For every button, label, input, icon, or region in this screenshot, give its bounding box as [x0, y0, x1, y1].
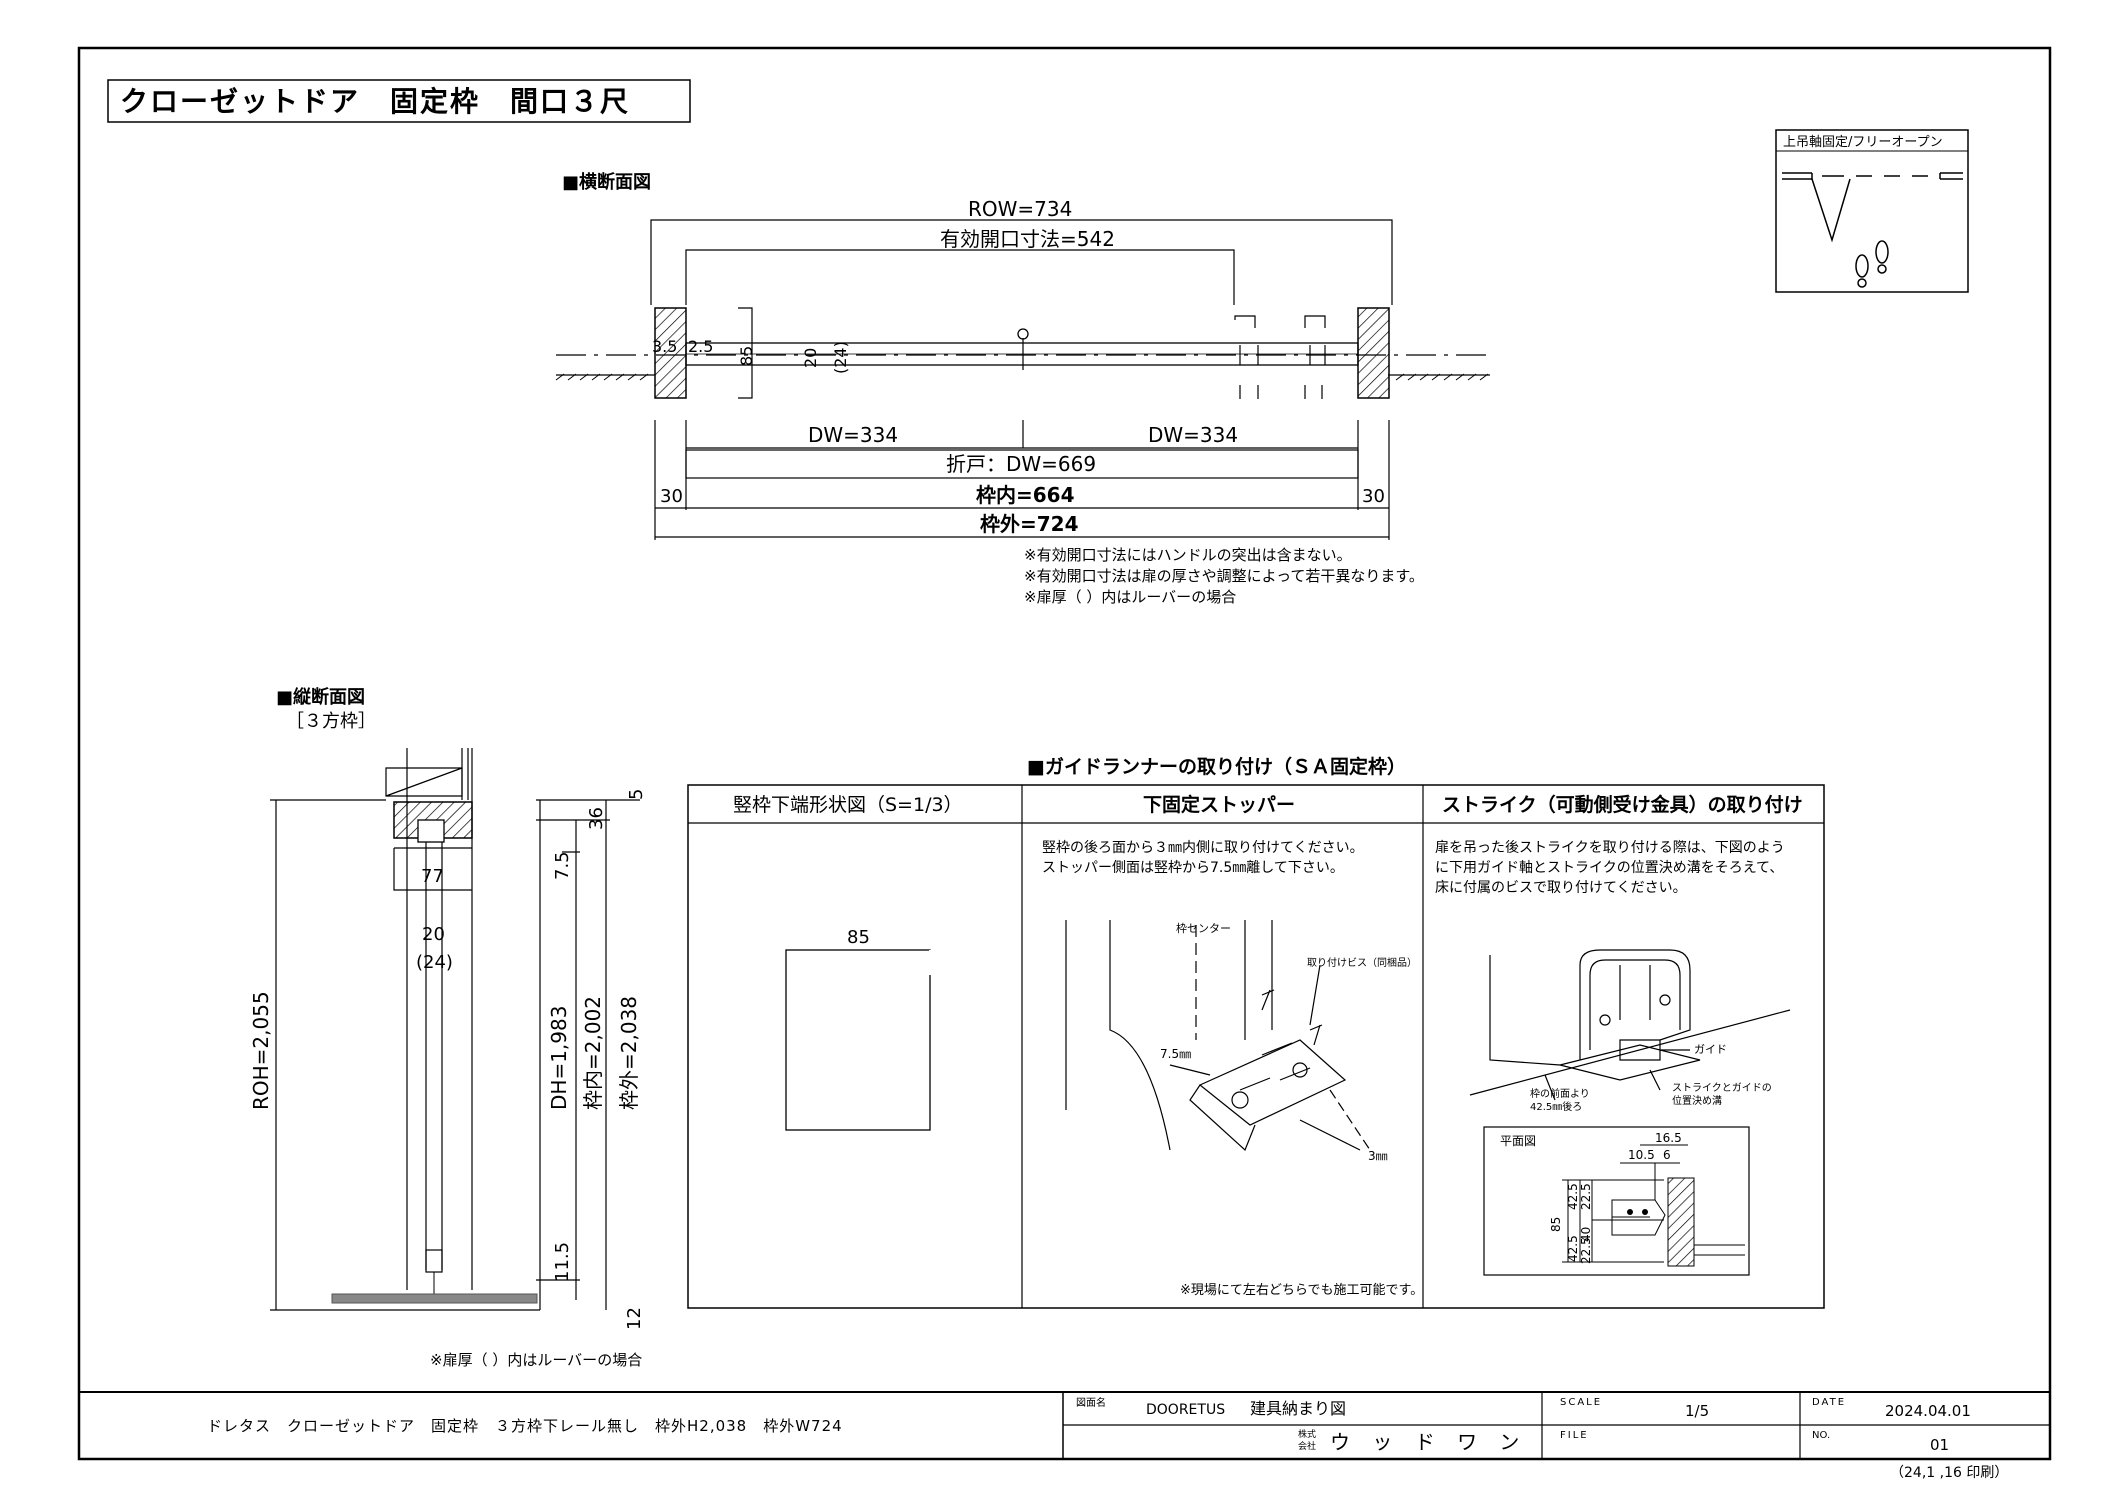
vertical-section-subheading: ［３方枠］: [286, 711, 376, 732]
label-screw: 取り付けビス（同梱品）: [1307, 956, 1417, 969]
col2-header: 下固定ストッパー: [1143, 793, 1295, 816]
outer-width: 枠外=724: [980, 512, 1079, 536]
side-left: 30: [660, 486, 683, 507]
jamb-left: [654, 307, 687, 399]
guide-runner-section: ■ガイドランナーの取り付け（ＳＡ固定枠） 竪枠下端形状図（S=1/3） 下固定ス…: [687, 755, 1825, 1309]
date-label: DATE: [1812, 1397, 1846, 1408]
stopper-illustration: [1065, 920, 1371, 1152]
col1-header: 竪枠下端形状図（S=1/3）: [733, 794, 963, 816]
dim-20-vertical: 20: [422, 924, 445, 945]
label-7-5mm: 7.5㎜: [1160, 1047, 1191, 1061]
dim-24-top: (24): [831, 341, 850, 374]
col3-text-1: 扉を吊った後ストライクを取り付ける際は、下図のよう: [1435, 840, 1785, 856]
drawing-name-label: 図面名: [1076, 1396, 1106, 1409]
effective-opening-dimension: 有効開口寸法=542: [940, 227, 1115, 251]
col3-text-2: に下用ガイド軸とストライクの位置決め溝をそろえて、: [1435, 860, 1783, 876]
dim-24-vertical: (24): [416, 952, 453, 973]
note-2: ※有効開口寸法は扉の厚さや調整によって若干異なります。: [1024, 567, 1424, 585]
note-1: ※有効開口寸法にはハンドルの突出は含まない。: [1024, 546, 1352, 564]
plan-dim-42-5-b: 42.5: [1566, 1235, 1580, 1262]
scale-label: SCALE: [1560, 1397, 1602, 1408]
roh-dimension: ROH=2,055: [249, 991, 273, 1110]
vertical-section-heading: ■縦断面図: [276, 686, 365, 708]
vertical-section: ■縦断面図 ［３方枠］ 77 20 (24) ROH=2,055 5 36 7.: [249, 686, 647, 1369]
note-3: ※扉厚（ ）内はルーバーの場合: [1024, 588, 1236, 606]
jamb-right: [1357, 307, 1390, 399]
col2-note: ※現場にて左右どちらでも施工可能です。: [1180, 1283, 1423, 1298]
dim-36: 36: [586, 807, 607, 830]
plan-dim-42-5-a: 42.5: [1566, 1183, 1580, 1210]
plan-dim-22-5-a: 22.5: [1579, 1183, 1593, 1210]
plan-dim-40: 40: [1579, 1227, 1593, 1242]
cross-section: ■横断面図 ROW=734 有効開口寸法=542 3.5 2.5 85 20 (…: [555, 171, 1490, 606]
legend-title: 上吊軸固定/フリーオープン: [1783, 135, 1943, 150]
dw-left: DW=334: [808, 423, 898, 447]
col2-text-2: ストッパー側面は竪枠から7.5㎜離して下さい。: [1042, 859, 1344, 876]
side-right: 30: [1362, 486, 1385, 507]
plan-dim-16-5: 16.5: [1655, 1131, 1682, 1145]
dim-77: 77: [421, 866, 444, 887]
page-title: クローゼットドア 固定枠 間口３尺: [120, 85, 630, 118]
dw-right: DW=334: [1148, 423, 1238, 447]
label-guide: ガイド: [1694, 1043, 1727, 1056]
cross-section-heading: ■横断面図: [562, 171, 651, 193]
dim-7-5: 7.5: [552, 851, 573, 880]
dim-2-5: 2.5: [688, 337, 713, 356]
label-3mm: 3㎜: [1368, 1149, 1388, 1163]
vertical-note: ※扉厚（ ）内はルーバーの場合: [430, 1351, 642, 1369]
row-dimension: ROW=734: [968, 197, 1072, 221]
no-value: 01: [1930, 1436, 1949, 1454]
dim-11-5: 11.5: [552, 1242, 573, 1282]
description: ドレタス クローゼットドア 固定枠 ３方枠下レール無し 枠外H2,038 枠外W…: [207, 1417, 843, 1435]
company-name: ウ ッ ド ワ ン: [1330, 1430, 1527, 1454]
dim-20-top: 20: [801, 348, 820, 368]
scale-value: 1/5: [1685, 1402, 1709, 1420]
plan-label: 平面図: [1500, 1134, 1536, 1148]
drawing-name: 建具納まり図: [1250, 1399, 1346, 1418]
label-front-2: 42.5㎜後ろ: [1530, 1100, 1582, 1113]
guide-runner-heading: ■ガイドランナーの取り付け（ＳＡ固定枠）: [1027, 755, 1406, 778]
title-block: ドレタス クローゼットドア 固定枠 ３方枠下レール無し 枠外H2,038 枠外W…: [79, 1391, 2050, 1481]
no-label: NO.: [1812, 1430, 1830, 1441]
dim-5: 5: [626, 789, 647, 800]
dh-dimension: DH=1,983: [547, 1006, 571, 1110]
plan-dim-85: 85: [1549, 1217, 1563, 1232]
inner-width: 枠内=664: [976, 483, 1075, 507]
label-front: 枠の前面より: [1530, 1087, 1590, 1100]
print-note: （24,1 ,16 印刷）: [1890, 1465, 2008, 1481]
outer-height: 枠外=2,038: [617, 996, 641, 1110]
col2-text-1: 竪枠の後ろ面から３㎜内側に取り付けてください。: [1042, 840, 1364, 856]
jamb-profile: [785, 949, 931, 1131]
fold-dw: 折戸：DW=669: [946, 452, 1096, 476]
col3-header: ストライク（可動側受け金具）の取り付け: [1442, 793, 1803, 816]
label-strike: ストライクとガイドの: [1672, 1082, 1772, 1094]
label-strike-2: 位置決め溝: [1672, 1094, 1722, 1107]
plan-view-box: [1483, 1126, 1750, 1276]
dim-12: 12: [624, 1307, 645, 1330]
plan-dim-22-5-b: 22.5: [1579, 1237, 1593, 1264]
label-frame-center: 枠センター: [1176, 921, 1231, 935]
opening-type-legend: 上吊軸固定/フリーオープン: [1775, 129, 1969, 293]
date-value: 2024.04.01: [1885, 1402, 1971, 1420]
plan-dim-10-5: 10.5: [1628, 1148, 1655, 1162]
strike-illustration: [1469, 949, 1791, 1101]
company-prefix-1: 株式: [1298, 1428, 1316, 1440]
title-box: [107, 79, 691, 123]
company-prefix-2: 会社: [1298, 1440, 1316, 1452]
col1-dim-85: 85: [847, 927, 870, 948]
sheet-border: [77, 46, 2052, 1461]
file-label: FILE: [1560, 1430, 1589, 1441]
dim-3-5: 3.5: [652, 337, 677, 356]
inner-height: 枠内=2,002: [581, 996, 605, 1110]
drawing-name-brand: DOORETUS: [1146, 1402, 1225, 1418]
col3-text-3: 床に付属のビスで取り付けてください。: [1435, 880, 1687, 896]
plan-dim-6: 6: [1663, 1148, 1671, 1162]
dim-85-top: 85: [737, 346, 756, 366]
